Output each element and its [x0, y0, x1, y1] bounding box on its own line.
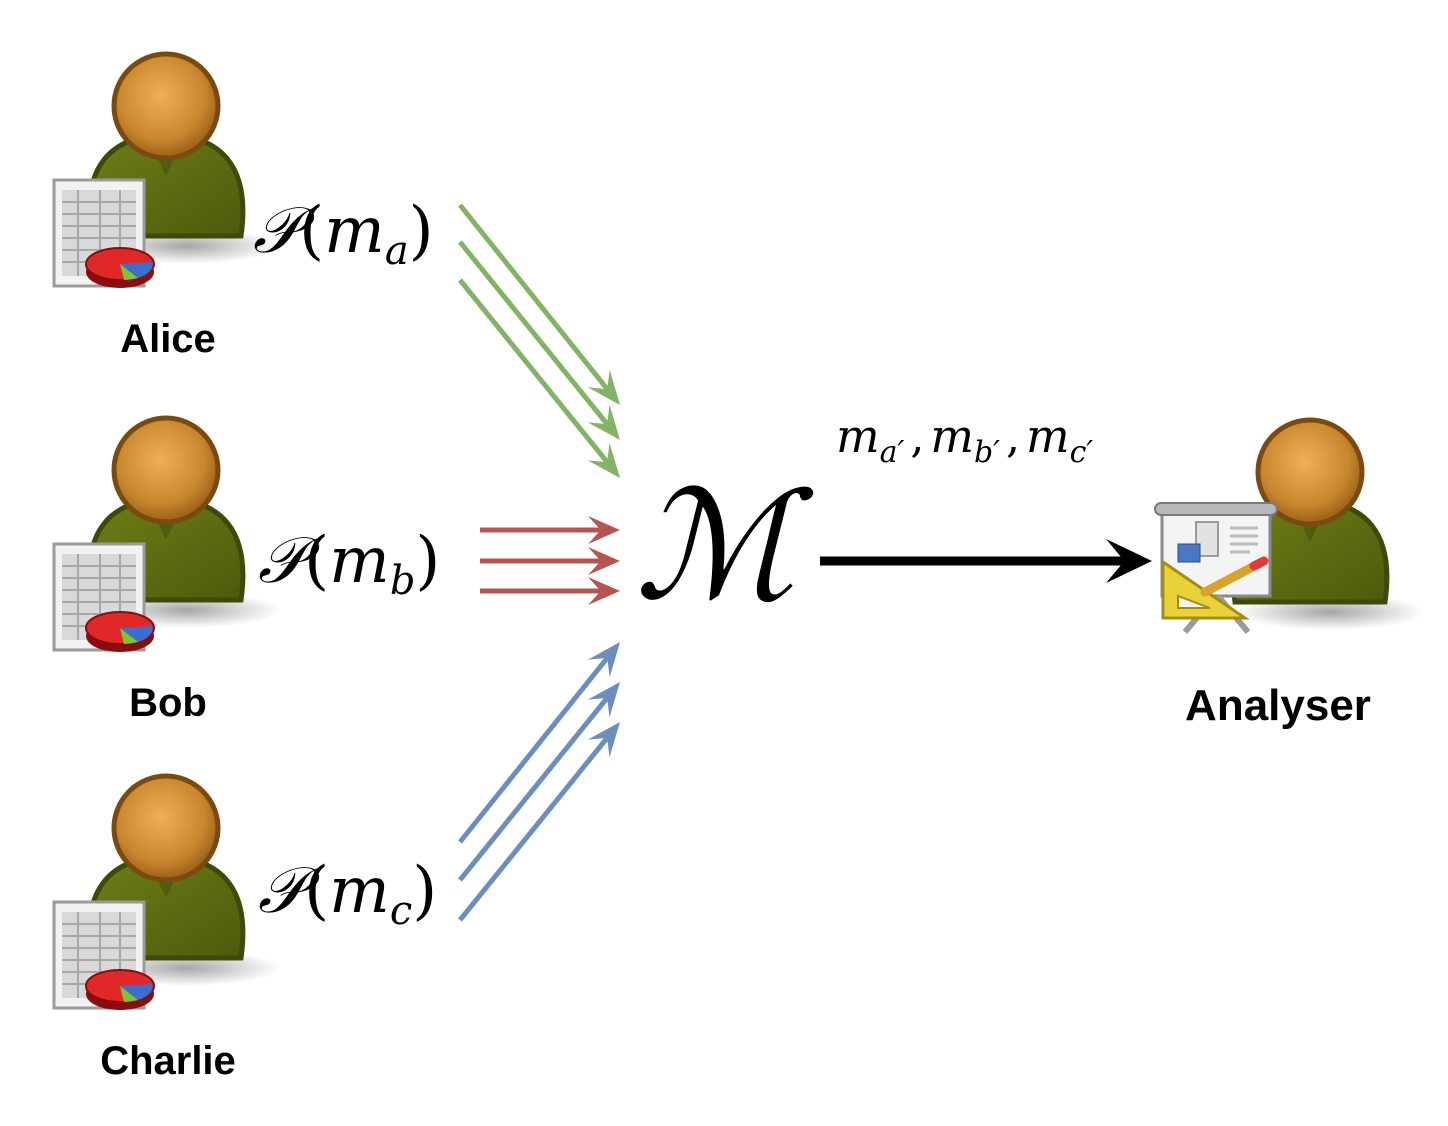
spreadsheet-chart-icon	[52, 542, 156, 654]
arrow-shaft	[458, 736, 610, 922]
arrow-head	[588, 547, 620, 575]
message-label: 𝒫(ma)	[253, 194, 434, 274]
arrow-head	[587, 722, 620, 758]
participant-name: Bob	[129, 681, 207, 725]
presentation-board-icon	[1154, 502, 1278, 634]
arrow-shaft	[458, 696, 610, 882]
arrow-head	[587, 369, 620, 405]
output-label: ma′,mb′,mc′	[836, 409, 1093, 470]
participant-charlie: Charlie 𝒫(mc)	[52, 776, 437, 1083]
arrow-shaft	[458, 278, 610, 464]
message-label: 𝒫(mc)	[258, 854, 437, 934]
analyser: Analyser	[1154, 420, 1425, 730]
arrow-head	[587, 642, 620, 678]
arrow-head	[588, 516, 620, 544]
arrow-shaft	[458, 203, 610, 391]
spreadsheet-chart-icon	[52, 178, 156, 290]
participant-name: Charlie	[100, 1039, 236, 1083]
message-label: 𝒫(mb)	[258, 524, 440, 604]
arrow-head	[587, 442, 620, 478]
arrow-shaft	[458, 240, 610, 426]
bob-message-arrows	[480, 516, 620, 605]
arrow-head	[587, 682, 620, 718]
analyser-name: Analyser	[1185, 681, 1371, 730]
arrow-head	[1106, 539, 1152, 583]
participant-bob: Bob 𝒫(mb)	[52, 418, 440, 725]
participant-alice: Alice 𝒫(ma)	[52, 54, 434, 361]
arrow-shaft	[458, 656, 610, 844]
output-arrow	[820, 539, 1152, 583]
alice-message-arrows	[458, 203, 620, 478]
mechanism-symbol: ℳ	[635, 460, 814, 634]
charlie-message-arrows	[458, 642, 620, 922]
arrow-head	[588, 577, 620, 605]
arrow-head	[587, 404, 620, 440]
participant-name: Alice	[120, 317, 216, 361]
spreadsheet-chart-icon	[52, 900, 156, 1012]
